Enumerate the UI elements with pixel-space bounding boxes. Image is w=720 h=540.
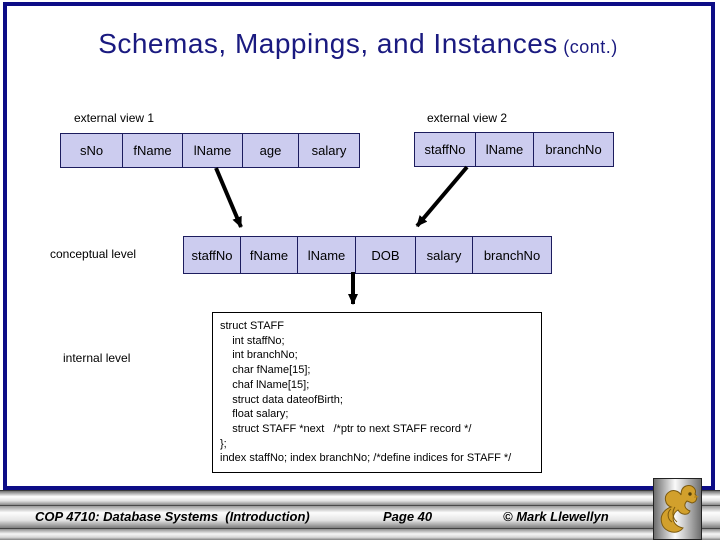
code-line: int staffNo;	[220, 334, 285, 347]
code-line: chaf lName[15];	[220, 378, 310, 391]
column-header-cell: staffNo	[415, 133, 476, 166]
page-title: Schemas, Mappings, and Instances (cont.)	[0, 28, 716, 60]
external-view-1-label: external view 1	[74, 111, 155, 125]
code-line: int branchNo;	[220, 349, 298, 362]
column-header-cell: sNo	[61, 134, 123, 167]
column-header-cell: staffNo	[184, 237, 241, 273]
footer-bar: COP 4710: Database Systems (Introduction…	[0, 490, 720, 540]
footer-page-number: Page 40	[383, 509, 433, 524]
column-header-cell: lName	[298, 237, 356, 273]
conceptual-level-label: conceptual level	[50, 247, 137, 261]
page-title-main: Schemas, Mappings, and Instances	[98, 28, 558, 59]
logo-panel	[653, 478, 702, 540]
code-line: index staffNo; index branchNo; /*define …	[220, 452, 512, 465]
code-line: struct STAFF	[220, 320, 284, 332]
column-header-cell: DOB	[356, 237, 416, 273]
pegasus-logo-icon	[660, 485, 699, 533]
code-line: };	[220, 437, 227, 450]
column-header-cell: fName	[123, 134, 183, 167]
code-line: float salary;	[220, 408, 289, 421]
page-title-suffix: (cont.)	[557, 37, 618, 57]
footer-band-top	[0, 490, 720, 505]
column-header-cell: salary	[299, 134, 359, 167]
code-line: char fName[15];	[220, 364, 311, 377]
column-header-cell: lName	[183, 134, 243, 167]
internal-level-label: internal level	[63, 351, 131, 365]
footer-band-bottom	[0, 529, 720, 540]
internal-level-code-box: struct STAFF int staffNo; int branchNo; …	[212, 312, 542, 473]
column-header-cell: branchNo	[534, 133, 613, 166]
footer-course-text: COP 4710: Database Systems (Introduction…	[35, 509, 310, 524]
column-header-cell: lName	[476, 133, 534, 166]
column-header-cell: branchNo	[473, 237, 551, 273]
footer-copyright: © Mark Llewellyn	[503, 509, 609, 524]
code-line: struct data dateofBirth;	[220, 393, 343, 406]
conceptual-level-table: staffNo fName lName DOB salary branchNo	[183, 236, 552, 274]
external-view-2-table: staffNo lName branchNo	[414, 132, 614, 167]
external-view-2-label: external view 2	[427, 111, 508, 125]
code-line: struct STAFF *next /*ptr to next STAFF r…	[220, 422, 472, 435]
column-header-cell: fName	[241, 237, 298, 273]
footer-band-main: COP 4710: Database Systems (Introduction…	[0, 505, 720, 529]
column-header-cell: age	[243, 134, 299, 167]
column-header-cell: salary	[416, 237, 473, 273]
external-view-1-table: sNo fName lName age salary	[60, 133, 360, 168]
